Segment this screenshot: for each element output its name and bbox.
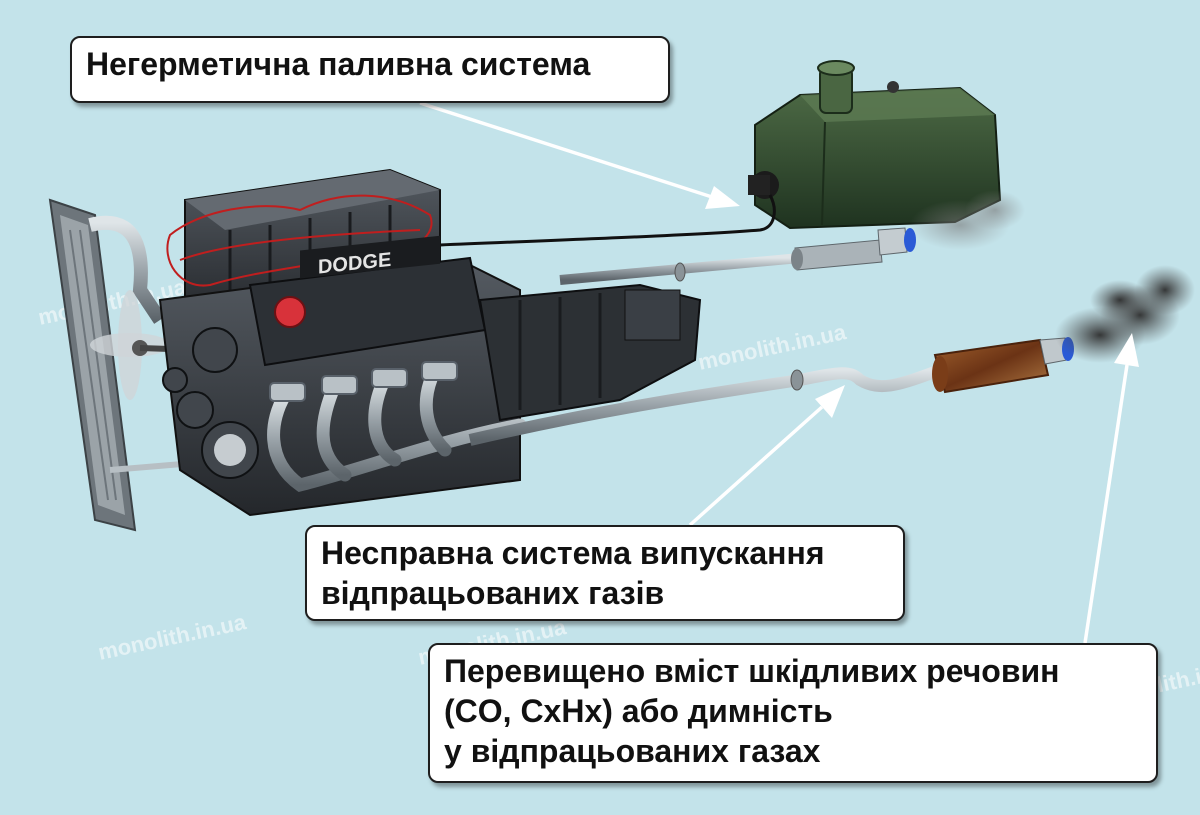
watermark-text: monolith.in.ua [696,319,849,375]
arrow-to-fuel-system [419,101,740,209]
callout-line: Негерметична паливна система [86,46,591,82]
callout-line: Перевищено вміст шкідливих речовин [444,653,1060,689]
upper-exhaust-pipe [559,227,916,285]
arrow-to-exhaust-system [688,385,845,527]
callout-line: відпрацьованих газів [321,575,665,611]
radiator [48,198,231,532]
gearbox [478,283,702,422]
heavy-smoke [1055,265,1195,363]
watermark-text: monolith.in.ua [96,609,249,665]
light-smoke [910,190,1025,250]
callout-line: Несправна система випускання [321,535,825,571]
callout-line: (CO, CxHx) або димність [444,693,833,729]
lower-exhaust-pipe [468,337,1074,446]
pointer-arrows [419,101,1139,644]
callout-line: у відпрацьованих газах [444,733,821,769]
engine: DODGE [158,168,527,517]
callout-fuel-system: Негерметична паливна система [70,36,670,103]
fuel-line [439,194,776,247]
callout-emissions: Перевищено вміст шкідливих речовин (CO, … [428,643,1158,783]
callout-exhaust-system: Несправна система випускання відпрацьова… [305,525,905,621]
arrow-to-smoke [1083,333,1139,644]
